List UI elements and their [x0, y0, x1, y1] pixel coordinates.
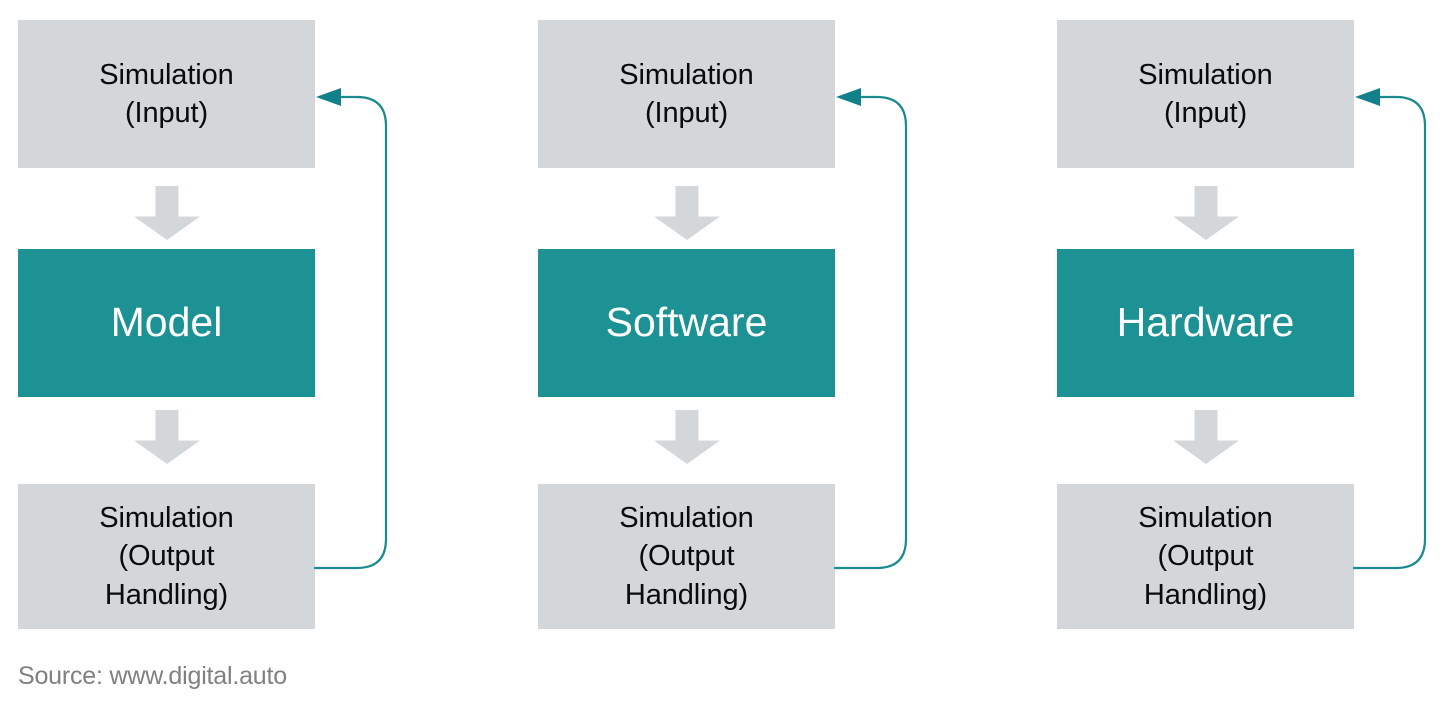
- pipeline-column-software: Simulation (Input) Software Simulation (…: [538, 0, 835, 710]
- box-simulation-input: Simulation (Input): [1057, 20, 1354, 168]
- box-label: Simulation (Output Handling): [619, 502, 754, 611]
- source-caption: Source: www.digital.auto: [18, 662, 287, 690]
- box-label: Simulation (Input): [1138, 58, 1273, 129]
- box-label: Hardware: [1116, 299, 1295, 346]
- box-simulation-output: Simulation (Output Handling): [538, 484, 835, 629]
- box-label: Simulation (Output Handling): [99, 502, 234, 611]
- box-simulation-input: Simulation (Input): [538, 20, 835, 168]
- box-label: Simulation (Input): [619, 58, 754, 129]
- box-simulation-output: Simulation (Output Handling): [18, 484, 315, 629]
- box-label: Model: [110, 299, 223, 346]
- arrow-down-icon: [1173, 186, 1239, 240]
- box-stage-model: Model: [18, 249, 315, 397]
- pipeline-column-model: Simulation (Input) Model Simulation (Out…: [18, 0, 315, 710]
- box-stage-hardware: Hardware: [1057, 249, 1354, 397]
- box-label: Simulation (Input): [99, 58, 234, 129]
- arrow-down-icon: [134, 186, 200, 240]
- box-simulation-output: Simulation (Output Handling): [1057, 484, 1354, 629]
- feedback-arrow-icon: [1352, 88, 1427, 570]
- arrow-down-icon: [1173, 410, 1239, 464]
- feedback-arrow-icon: [313, 88, 388, 570]
- arrow-down-icon: [654, 410, 720, 464]
- box-simulation-input: Simulation (Input): [18, 20, 315, 168]
- feedback-arrow-icon: [833, 88, 908, 570]
- box-label: Simulation (Output Handling): [1138, 502, 1273, 611]
- arrow-down-icon: [654, 186, 720, 240]
- arrow-down-icon: [134, 410, 200, 464]
- box-label: Software: [605, 299, 768, 346]
- box-stage-software: Software: [538, 249, 835, 397]
- pipeline-column-hardware: Simulation (Input) Hardware Simulation (…: [1057, 0, 1354, 710]
